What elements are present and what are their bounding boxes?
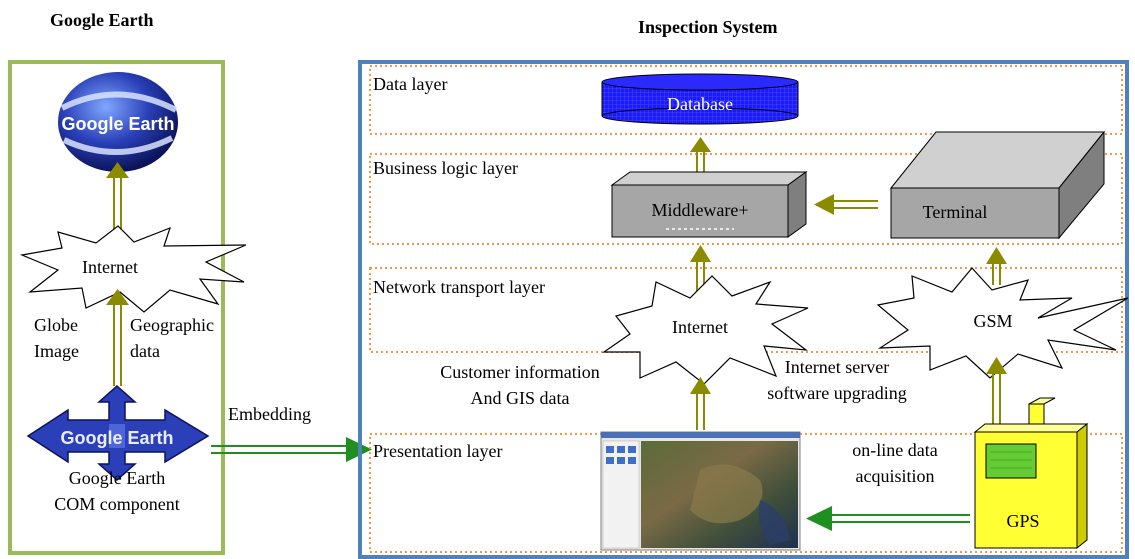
arrow-middleware-to-database [690,137,711,172]
embedding-arrow [211,437,372,462]
business-layer-band [369,153,1123,245]
middleware-label: Middleware+ [651,200,748,220]
terminal-label: Terminal [923,202,988,222]
data-layer-band [369,65,1123,135]
arrow-internet-to-google-earth [106,162,129,233]
internet-label-left: Internet [82,257,138,277]
globe-label-line2: Image [34,341,79,361]
customer-info-line2: And GIS data [471,388,570,408]
internet-cloud-right: Internet [602,275,809,385]
internet-server-line2: software upgrading [767,383,906,403]
database-label: Database [667,94,733,114]
com-label-line2: COM component [54,494,180,514]
middleware-box: Middleware+ [610,171,808,238]
google-earth-panel [8,60,225,555]
terminal-box: Terminal [889,130,1106,240]
arrow-presentation-to-internet [690,377,711,430]
inspection-system-panel [358,60,1129,559]
google-earth-com-logo-text: Google Earth [60,428,173,448]
online-acquisition-line1: on-line data [852,440,937,460]
gis-screenshot-icon [600,431,801,551]
left-panel-title: Google Earth [50,10,154,30]
internet-server-line1: Internet server [785,357,889,377]
arrow-gsm-to-terminal [986,247,1007,285]
geographic-label-line1: Geographic [130,315,214,335]
arrow-gps-to-gsm [986,357,1007,424]
embedding-label: Embedding [228,404,311,424]
geographic-label-line2: data [130,341,160,361]
google-earth-logo-text: Google Earth [61,114,174,134]
globe-label-line1: Globe [34,315,78,335]
google-earth-logo-icon: Google Earth [58,72,178,172]
business-layer-label: Business logic layer [373,158,518,178]
arrow-gps-to-presentation [806,506,970,531]
presentation-layer-label: Presentation layer [373,441,502,461]
google-earth-com-icon: Google Earth [26,384,210,482]
gsm-label: GSM [973,311,1012,331]
data-layer-label: Data layer [373,74,447,94]
internet-cloud-left: Internet [19,225,247,313]
gps-device-icon: GPS [973,397,1089,550]
arrow-com-to-internet [106,289,129,386]
online-acquisition-line2: acquisition [856,466,935,486]
arrow-terminal-to-middleware [814,194,878,215]
network-layer-label: Network transport layer [373,277,545,297]
right-panel-title: Inspection System [638,17,778,37]
database-icon: Database [601,73,799,125]
gsm-cloud: GSM [876,267,1129,379]
customer-info-line1: Customer information [440,362,599,382]
com-label-line1: Google Earth [69,468,165,488]
internet-label-right: Internet [672,317,728,337]
gps-label: GPS [1006,511,1039,531]
